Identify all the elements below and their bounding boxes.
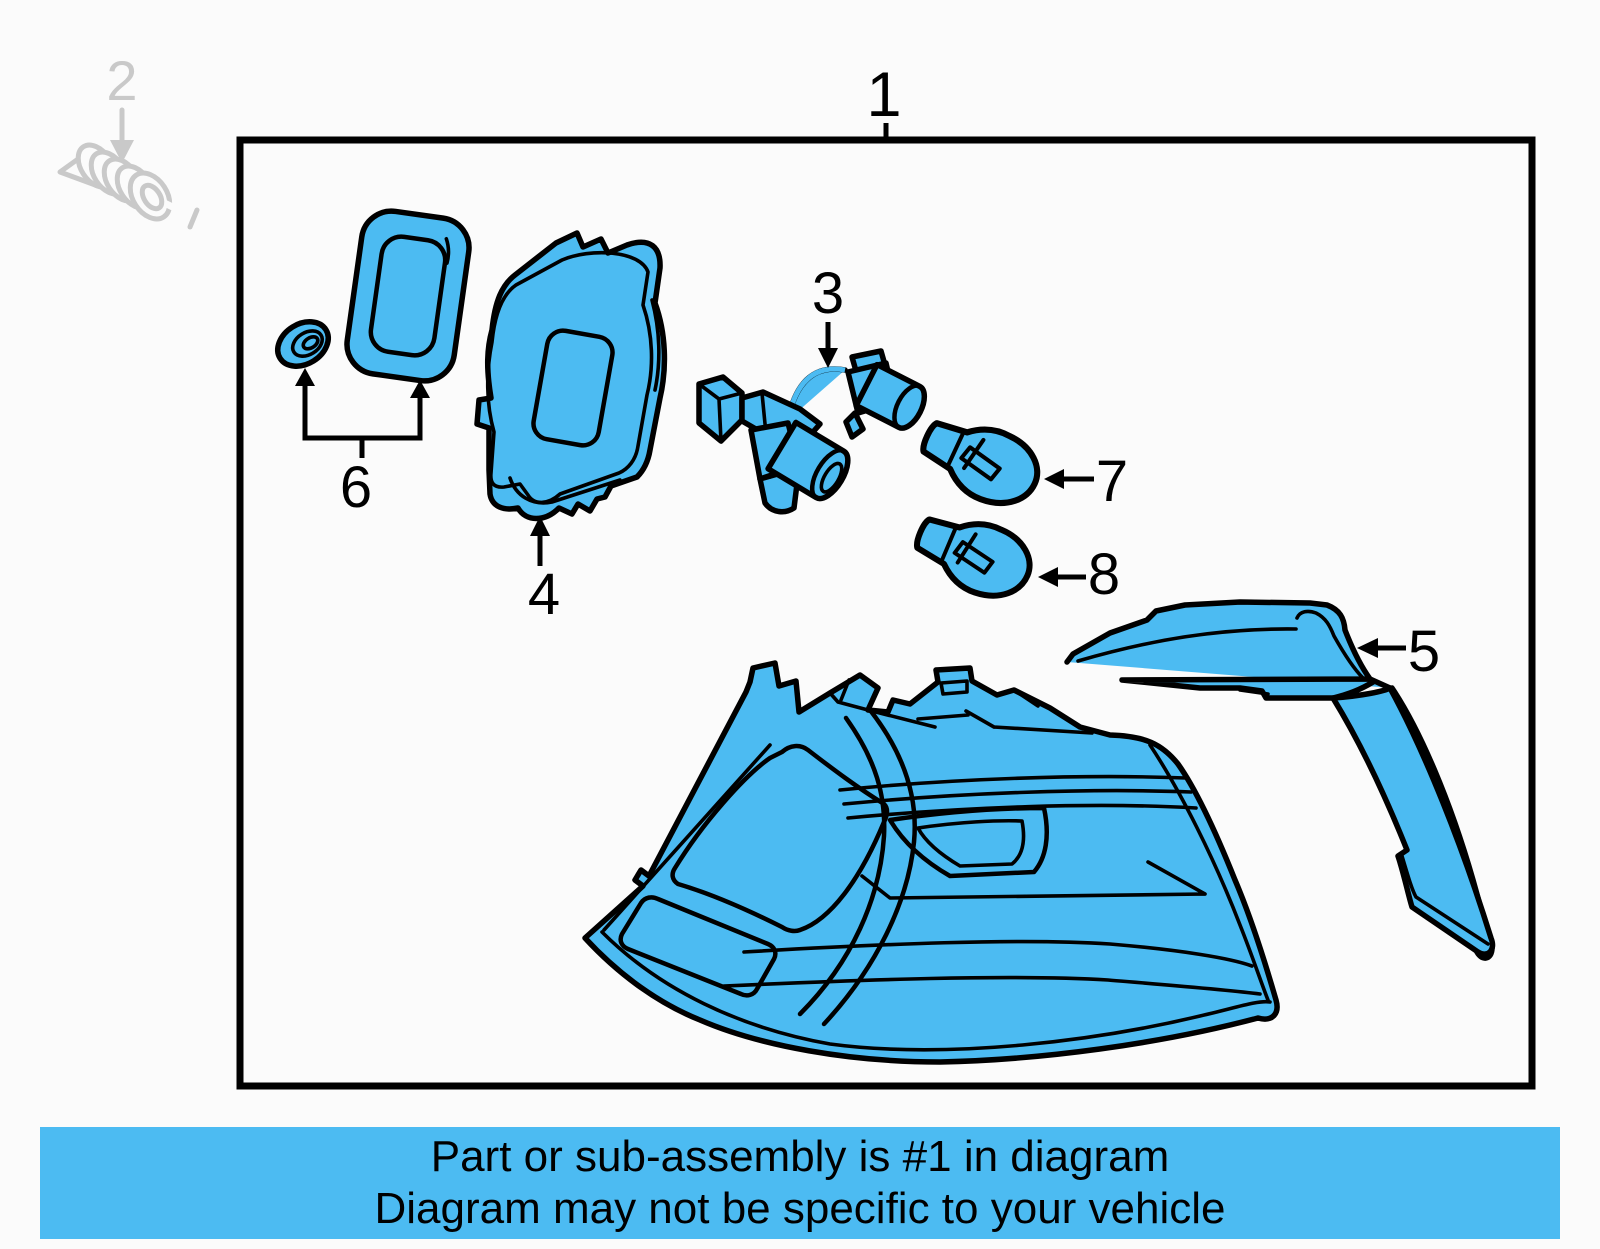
lamp-stripe-2: [842, 788, 1193, 806]
lamp-cap-lines: [866, 688, 1094, 735]
lamp-bottom-stripe-1: [742, 939, 1254, 968]
part-1-tail-lamp-assembly: [582, 660, 1280, 1065]
socket2-cylinder: [853, 361, 928, 431]
trim-bottom-line: [1238, 688, 1270, 696]
part-2-bulb-inactive: 2: [57, 49, 226, 235]
bulb8-filament: [952, 532, 995, 575]
lamp-bottom-stripe-2: [722, 975, 1262, 996]
bulb7-filament: [959, 437, 1002, 482]
bulb2-stem-band: [187, 207, 200, 230]
part-3-harness: [696, 348, 928, 515]
callout-3-group: 3: [812, 261, 844, 368]
trim-lip-line: [1400, 854, 1490, 946]
info-banner-line1: Part or sub-assembly is #1 in diagram: [430, 1132, 1170, 1181]
part-4-housing: [474, 230, 668, 522]
socket1-cylinder: [765, 419, 851, 502]
callout-6: 6: [340, 455, 372, 520]
lamp-window: [670, 743, 890, 934]
callout-4: 4: [528, 562, 560, 627]
lamp-lip: [600, 930, 1272, 1052]
housing-rim-line: [650, 298, 661, 392]
lamp-band-right: [821, 707, 917, 1027]
housing-bottom-line: [508, 476, 622, 505]
callout-3: 3: [812, 261, 844, 326]
callout-8-group: 8: [1038, 542, 1120, 607]
bulb8-base-line: [939, 525, 958, 564]
part-6-seal: [344, 208, 472, 384]
trim-corner-crease: [1295, 609, 1365, 680]
bulb7-base-line: [945, 429, 966, 469]
housing-socket-hole: [531, 328, 615, 448]
socket2-nub: [843, 410, 866, 440]
part-8-bulb: [914, 516, 1033, 599]
lamp-mask-inner: [916, 818, 1026, 868]
trim-crease: [1076, 627, 1298, 663]
callout-7-group: 7: [1044, 449, 1128, 514]
callout-2: 2: [106, 49, 137, 112]
lamp-left-rim: [602, 743, 772, 932]
housing-outline: [474, 230, 668, 522]
lamp-mask-outer: [887, 805, 1049, 879]
bulb8-body: [914, 516, 1033, 599]
lamp-right-wall: [1148, 743, 1270, 1002]
info-banner: Part or sub-assembly is #1 in diagram Di…: [40, 1127, 1560, 1239]
part-7-bulb: [920, 420, 1041, 506]
part-5-trim: [1064, 599, 1496, 961]
lamp-fold: [860, 860, 1207, 900]
lamp-band-left: [797, 715, 887, 1017]
callout-8: 8: [1088, 542, 1120, 607]
trim-blade: [1330, 685, 1496, 957]
lamp-stripe-1: [838, 774, 1188, 792]
callout-1: 1: [866, 60, 901, 130]
callout-6-group: 6: [295, 368, 430, 520]
lamp-cap-tab: [939, 679, 969, 696]
callout-5: 5: [1408, 619, 1440, 684]
bulb7-body: [920, 420, 1041, 506]
callout-7: 7: [1096, 449, 1128, 514]
bulb2-ring-hole: [139, 182, 165, 212]
callout-2-arrow-head: [110, 140, 134, 163]
lamp-lower-panel: [618, 895, 778, 998]
part-6-grommet: [275, 319, 331, 369]
callout-4-group: 4: [528, 516, 560, 627]
info-banner-line2: Diagram may not be specific to your vehi…: [374, 1184, 1226, 1233]
callout-5-group: 5: [1357, 619, 1440, 684]
lamp-cap-block: [828, 673, 880, 712]
